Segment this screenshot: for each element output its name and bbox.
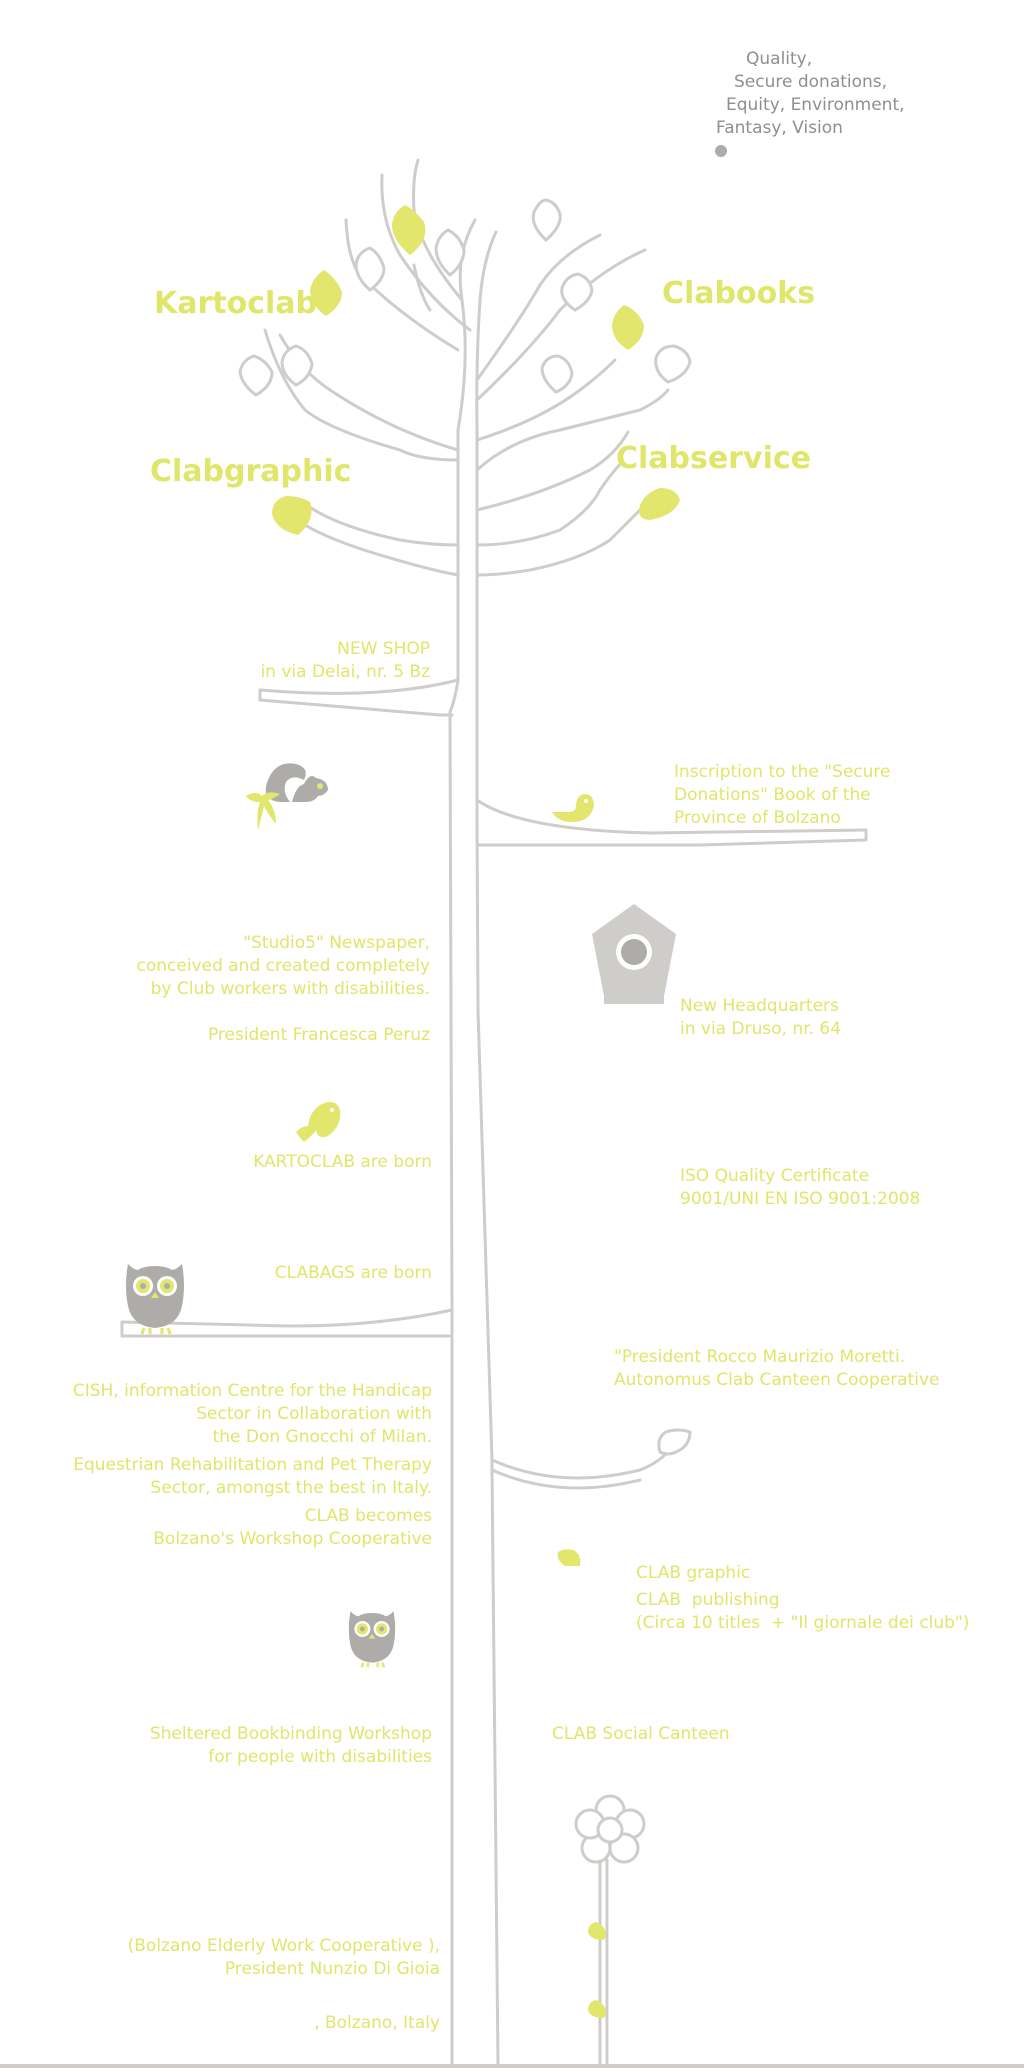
brand-clabgraphic[interactable]: Clabgraphic <box>150 454 352 489</box>
event-kartoclab-born: KARTOCLAB are born <box>180 1151 432 1174</box>
values-line: Equity, Environment, <box>726 95 905 115</box>
event-line: Province of Bolzano <box>674 808 841 828</box>
values-line: Secure donations, <box>734 72 888 92</box>
event-social-canteen: CLAB Social Canteen <box>552 1723 792 1746</box>
event-bookbinding: Sheltered Bookbinding Workshop for peopl… <box>100 1723 432 1769</box>
event-clab-graphic: CLAB graphic CLAB publishing (Circa 10 t… <box>636 1562 1016 1635</box>
event-line: Sector in Collaboration with <box>196 1404 432 1424</box>
event-line: KARTOCLAB are born <box>253 1152 432 1172</box>
event-line: , Bolzano, Italy <box>314 2013 440 2033</box>
event-line: the Don Gnocchi of Milan. <box>212 1427 432 1447</box>
event-bolzano: , Bolzano, Italy <box>200 2012 440 2035</box>
event-studio5: "Studio5" Newspaper, conceived and creat… <box>110 932 431 1001</box>
flower-icon <box>574 1794 646 1864</box>
brand-kartoclab[interactable]: Kartoclab <box>154 286 318 321</box>
event-line: ISO Quality Certificate <box>680 1166 870 1186</box>
squirrel-icon <box>246 763 328 830</box>
brand-clabservice[interactable]: Clabservice <box>616 441 811 476</box>
event-line: in via Delai, nr. 5 Bz <box>260 662 430 682</box>
event-line: CLAB becomes <box>304 1506 432 1526</box>
values-line: Fantasy, Vision <box>716 118 843 138</box>
owl-icon <box>348 1611 396 1668</box>
event-line: CLABAGS are born <box>274 1263 432 1283</box>
event-line: "Studio5" Newspaper, <box>243 933 430 953</box>
event-line: Donations" Book of the <box>674 785 871 805</box>
bottom-rule <box>0 2064 1024 2068</box>
brand-clabooks[interactable]: Clabooks <box>662 276 816 311</box>
event-line: "President Rocco Maurizio Moretti. <box>614 1347 906 1367</box>
event-cish: CISH, information Centre for the Handica… <box>60 1380 432 1449</box>
values-dot <box>715 145 727 157</box>
event-line: CISH, information Centre for the Handica… <box>72 1381 432 1401</box>
birdhouse-icon <box>592 904 676 1004</box>
event-line: conceived and created completely <box>136 956 431 976</box>
event-line: New Headquarters <box>680 996 839 1016</box>
event-line: (Bolzano Elderly Work Cooperative ), <box>127 1936 440 1956</box>
values-text: Quality, Secure donations, Equity, Envir… <box>700 48 905 140</box>
event-line: Bolzano's Workshop Cooperative <box>153 1529 432 1549</box>
event-line: NEW SHOP <box>337 639 430 659</box>
event-clab-becomes: CLAB becomes Bolzano's Workshop Cooperat… <box>60 1505 432 1551</box>
values-line: Quality, <box>746 49 813 69</box>
event-new-shop: NEW SHOP in via Delai, nr. 5 Bz <box>180 638 430 684</box>
event-line: in via Druso, nr. 64 <box>680 1019 842 1039</box>
event-line: Inscription to the "Secure <box>674 762 891 782</box>
event-line: President Francesca Peruz <box>207 1025 430 1045</box>
event-inscription: Inscription to the "Secure Donations" Bo… <box>674 761 974 830</box>
event-line: by Club workers with disabilities. <box>150 979 430 999</box>
event-line: CLAB Social Canteen <box>552 1724 730 1744</box>
event-iso: ISO Quality Certificate 9001/UNI EN ISO … <box>680 1165 980 1211</box>
event-line: Sheltered Bookbinding Workshop <box>149 1724 432 1744</box>
owl-icon <box>126 1264 184 1335</box>
event-clabags-born: CLABAGS are born <box>180 1262 432 1285</box>
event-line: CLAB graphic <box>636 1563 751 1583</box>
event-moretti: "President Rocco Maurizio Moretti. Auton… <box>614 1346 954 1392</box>
event-line: 9001/UNI EN ISO 9001:2008 <box>680 1189 921 1209</box>
event-elderly: (Bolzano Elderly Work Cooperative ), Pre… <box>100 1935 440 1981</box>
event-line: Sector, amongst the best in Italy. <box>150 1478 432 1498</box>
event-president-peruz: President Francesca Peruz <box>180 1024 430 1047</box>
event-equestrian: Equestrian Rehabilitation and Pet Therap… <box>60 1454 432 1500</box>
event-line: Autonomus Clab Canteen Cooperative <box>614 1370 940 1390</box>
bird-icon <box>296 1102 341 1142</box>
bird-icon <box>552 794 594 822</box>
event-line: for people with disabilities <box>208 1747 432 1767</box>
event-headquarters: New Headquarters in via Druso, nr. 64 <box>680 995 940 1041</box>
event-line: President Nunzio Di Gioia <box>224 1959 440 1979</box>
event-line: CLAB publishing <box>636 1590 780 1610</box>
event-line: Equestrian Rehabilitation and Pet Therap… <box>73 1455 432 1475</box>
event-line: (Circa 10 titles + "Il giornale dei club… <box>636 1613 970 1633</box>
